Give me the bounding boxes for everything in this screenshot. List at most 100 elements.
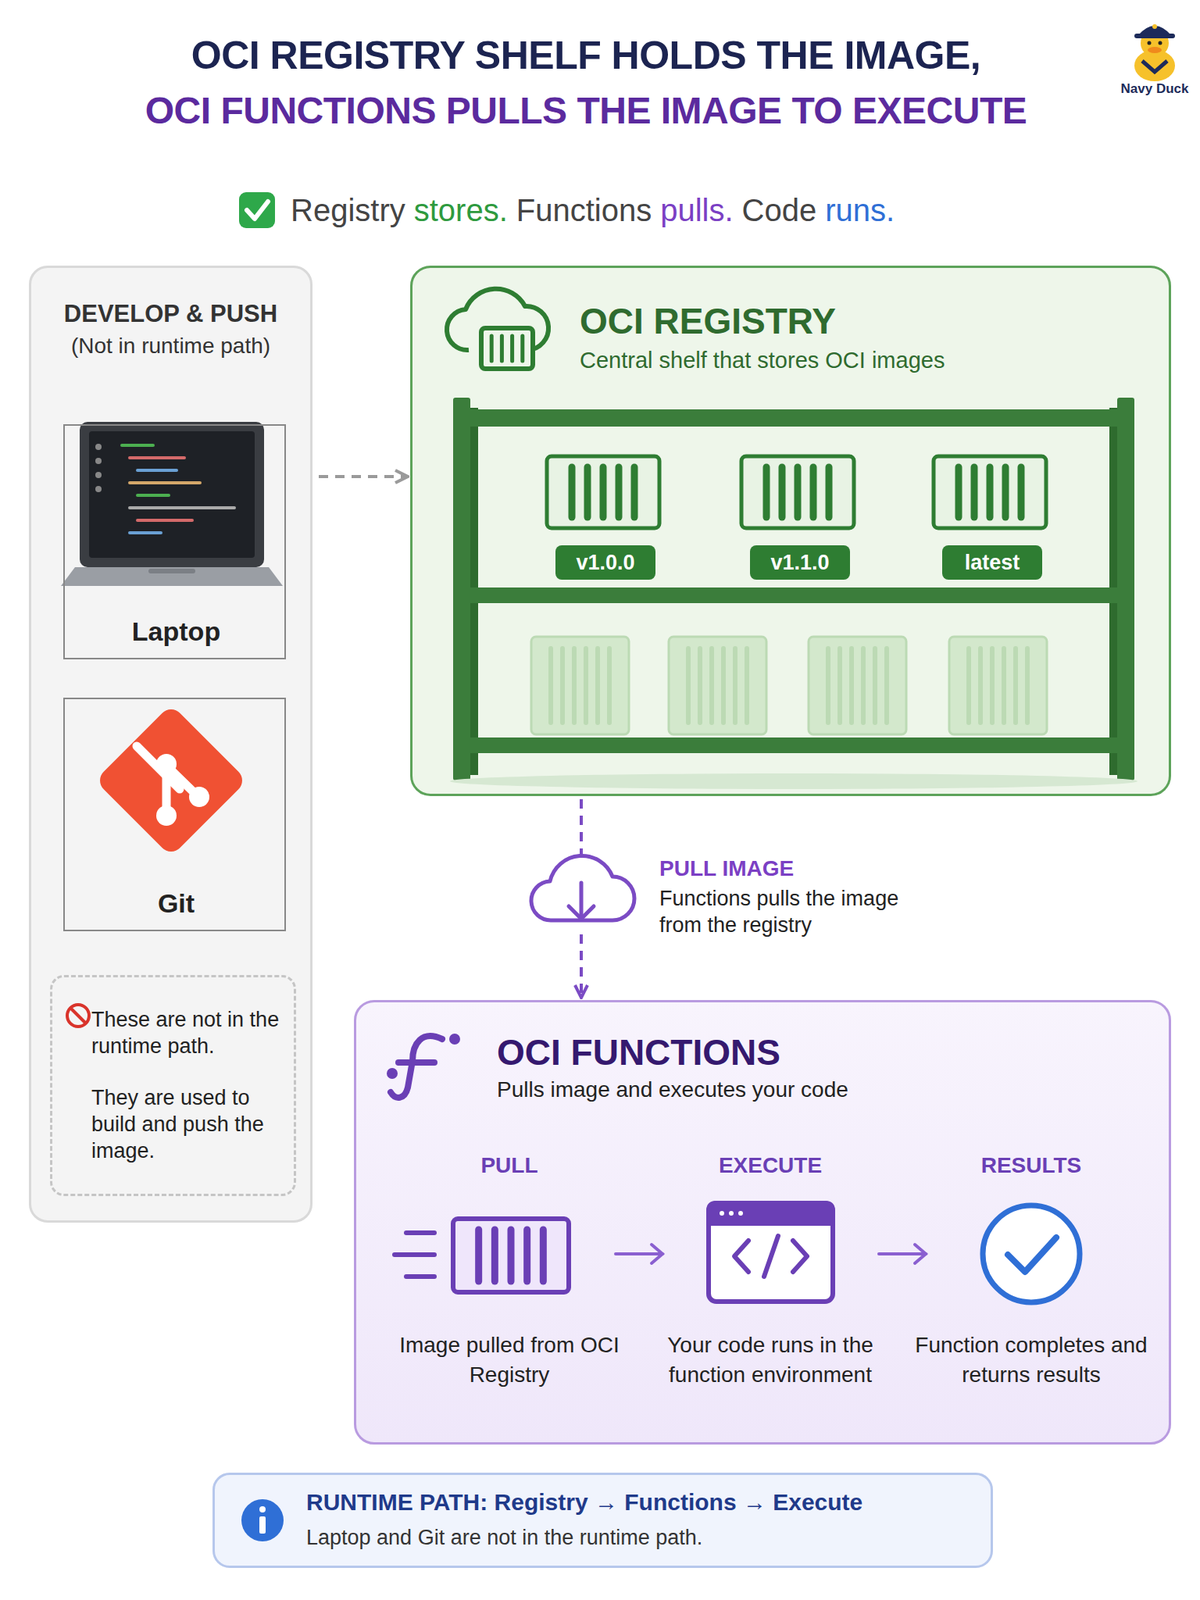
results-icon-part bbox=[982, 1205, 1080, 1303]
pull-icon-bars bbox=[478, 1229, 544, 1282]
shelf-part bbox=[470, 587, 1118, 604]
container-bars-part bbox=[971, 467, 979, 518]
laptop-icon-part bbox=[121, 445, 235, 533]
laptop-icon-part bbox=[95, 471, 102, 479]
registry-cloud-icon bbox=[446, 289, 549, 369]
faded-containers-part bbox=[949, 636, 1047, 735]
title-line: OCI REGISTRY SHELF HOLDS THE IMAGE, bbox=[46, 31, 1125, 81]
execute-icon-part bbox=[708, 1203, 833, 1224]
tag-label: latest bbox=[942, 545, 1043, 580]
step-arrows-part bbox=[651, 1244, 663, 1264]
step-text: Function completes and returns results bbox=[906, 1330, 1157, 1390]
pull-image-icon bbox=[394, 1218, 569, 1293]
execute-icon-part bbox=[728, 1210, 734, 1216]
laptop-icon-part-part bbox=[137, 468, 177, 472]
container-bars-part bbox=[955, 467, 963, 518]
shelf-part bbox=[470, 409, 1118, 427]
container-bars-part bbox=[794, 467, 802, 518]
image-containers-part bbox=[933, 456, 1047, 529]
container-bars-part bbox=[837, 648, 843, 723]
container-bars-part bbox=[583, 648, 589, 723]
container-bars-part bbox=[825, 467, 833, 518]
functions-icon-part bbox=[390, 1035, 443, 1098]
item-label: Git bbox=[64, 886, 288, 921]
step-heading: EXECUTE bbox=[645, 1151, 896, 1179]
pull-image-icon-part bbox=[453, 1218, 569, 1293]
note-text: These are not in the runtime path. bbox=[91, 1007, 287, 1061]
step-heading: PULL bbox=[384, 1151, 635, 1179]
info-icon bbox=[241, 1499, 284, 1542]
duck-logo-part bbox=[1158, 41, 1163, 46]
shelf-part bbox=[450, 773, 1138, 790]
pull-icon-bars-part bbox=[539, 1229, 547, 1282]
image-containers bbox=[546, 456, 1047, 529]
git-logo bbox=[94, 703, 247, 857]
container-bars-part bbox=[584, 467, 592, 518]
container-bars-part bbox=[560, 648, 565, 723]
registry-cloud-icon-part bbox=[481, 328, 533, 369]
git-item: Git bbox=[63, 697, 286, 932]
shelf bbox=[450, 397, 1138, 790]
container-bars-part bbox=[825, 648, 831, 723]
git-logo-part bbox=[156, 805, 177, 826]
execute-icon-part bbox=[792, 1240, 808, 1272]
pull-image-icon-part bbox=[394, 1252, 435, 1258]
edge-label: PULL IMAGE bbox=[659, 854, 925, 883]
laptop-icon-part bbox=[89, 431, 255, 558]
git-logo-part bbox=[136, 746, 197, 813]
execute-icon-part bbox=[719, 1210, 725, 1216]
check-icon-part bbox=[246, 201, 268, 219]
functions-icon bbox=[389, 1035, 458, 1098]
pull-icon-bars-part bbox=[523, 1229, 531, 1282]
panel-heading: OCI FUNCTIONS bbox=[496, 1030, 1138, 1076]
version-tag: v1.1.0 bbox=[750, 545, 850, 580]
registry-panel: OCI REGISTRYCentral shelf that stores OC… bbox=[410, 265, 1172, 797]
faded-containers bbox=[531, 636, 1047, 735]
shelf-part bbox=[470, 737, 1118, 754]
container-bars-part bbox=[860, 648, 866, 723]
panel-subheading: (Not in runtime path) bbox=[31, 332, 311, 360]
duck-logo-part bbox=[1147, 46, 1162, 54]
git-logo-part bbox=[189, 786, 210, 808]
prohibited-icon bbox=[67, 1004, 90, 1027]
registry-icon-bars-part bbox=[520, 335, 525, 361]
git-logo-part bbox=[94, 703, 247, 857]
subtitle-word: runs. bbox=[825, 192, 895, 228]
laptop-icon-part-part bbox=[129, 481, 200, 485]
laptop-icon-part-part bbox=[137, 493, 169, 497]
container-bars-part bbox=[778, 467, 786, 518]
laptop-item: Laptop bbox=[63, 424, 286, 660]
pull-icon-bars-part bbox=[507, 1229, 515, 1282]
laptop-icon-part bbox=[95, 485, 102, 493]
pull-image-icon-part bbox=[406, 1274, 435, 1279]
panel-subheading: Central shelf that stores OCI images bbox=[579, 346, 1143, 375]
subtitle-word: Registry bbox=[290, 192, 406, 228]
container-bars-part bbox=[697, 648, 703, 723]
functions-icon-part bbox=[389, 1071, 395, 1076]
container-bars bbox=[550, 467, 1028, 723]
dashed-connector bbox=[579, 799, 583, 998]
container-bars-part bbox=[732, 648, 738, 723]
container-bars-part bbox=[595, 648, 600, 723]
subtitle-row: Registrystores.Functionspulls.Coderuns. bbox=[290, 189, 904, 231]
item-label: Laptop bbox=[64, 614, 288, 649]
container-bars-part bbox=[548, 648, 554, 723]
container-bars-part bbox=[872, 648, 878, 723]
results-icon-part bbox=[1007, 1237, 1057, 1272]
info-icon-part bbox=[259, 1506, 266, 1513]
laptop-icon-part-part bbox=[129, 456, 185, 460]
duck-logo-part bbox=[1142, 60, 1168, 72]
pull-cloud-icon bbox=[531, 855, 635, 921]
prohibited-icon-part bbox=[70, 1007, 86, 1024]
step-arrows-part bbox=[914, 1244, 926, 1264]
container-bars-part bbox=[568, 467, 576, 518]
execute-icon-part bbox=[738, 1210, 743, 1216]
container-bars-part bbox=[600, 467, 608, 518]
container-bars-part bbox=[685, 648, 691, 723]
container-bars-part bbox=[763, 467, 771, 518]
panel-heading: OCI REGISTRY bbox=[579, 299, 1127, 345]
laptop-icon-part bbox=[148, 568, 196, 574]
pull-cloud-icon-part bbox=[568, 906, 594, 919]
